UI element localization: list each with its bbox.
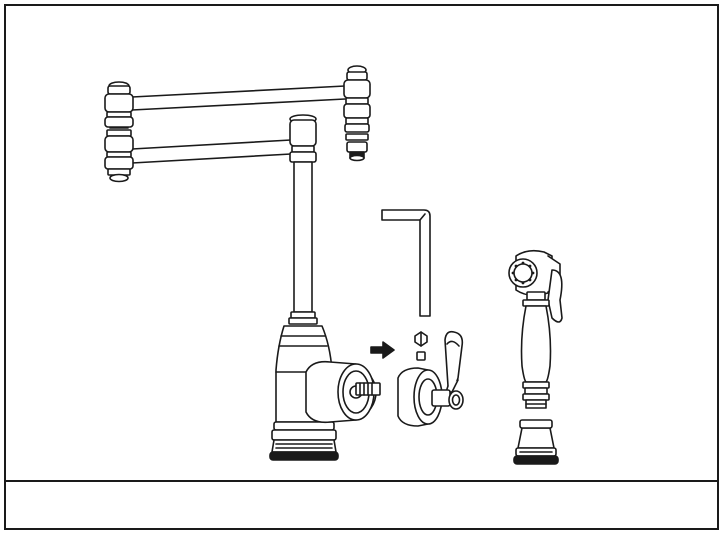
diagram-frame [4, 4, 719, 530]
left-arm-joint [105, 82, 133, 182]
lever-handle-assembly [398, 332, 463, 426]
valve-boss [306, 362, 380, 423]
pot-filler-faucet [105, 66, 380, 460]
side-sprayer [509, 251, 562, 464]
lower-swing-arm [132, 140, 291, 163]
footer-divider [4, 480, 719, 482]
upper-swing-arm [132, 86, 345, 110]
right-arrow-icon [371, 342, 394, 358]
hex-key-wrench [382, 210, 430, 316]
spray-nozzle-holes [511, 261, 535, 285]
set-screw [415, 332, 427, 360]
spout-joint [344, 66, 370, 161]
faucet-standpipe [289, 115, 317, 324]
